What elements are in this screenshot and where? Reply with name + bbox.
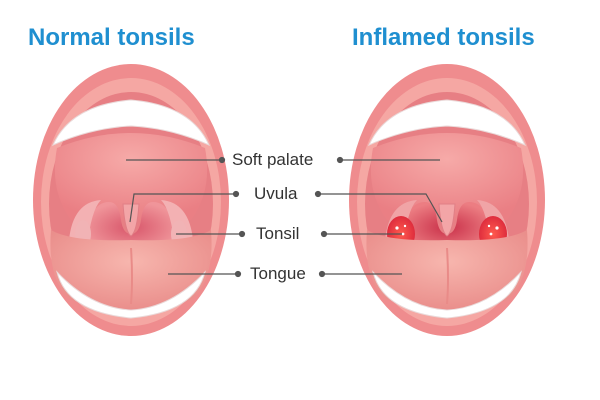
label-tongue: Tongue: [250, 264, 306, 283]
mouth-inflamed: [349, 64, 545, 336]
upper-teeth: [52, 99, 210, 146]
label-tonsil: Tonsil: [256, 224, 300, 243]
leader-lines: [126, 156, 443, 278]
uvula: [122, 203, 140, 237]
throat: [403, 202, 491, 248]
tongue-groove: [130, 247, 133, 305]
lower-teeth: [56, 270, 206, 319]
label-soft-palate: Soft palate: [232, 150, 314, 169]
leader-uvula-right: [318, 193, 443, 223]
leader-uvula-left: [129, 193, 236, 223]
mouth-normal: [33, 64, 229, 336]
lower-teeth: [372, 270, 522, 319]
title-normal-tonsils: Normal tonsils: [28, 24, 195, 51]
upper-teeth: [368, 99, 526, 146]
tongue-groove: [446, 247, 449, 305]
soft-palate: [54, 133, 208, 220]
soft-palate: [370, 133, 524, 220]
title-inflamed-tonsils: Inflamed tonsils: [352, 24, 535, 51]
throat: [87, 202, 175, 248]
label-uvula: Uvula: [254, 184, 298, 203]
